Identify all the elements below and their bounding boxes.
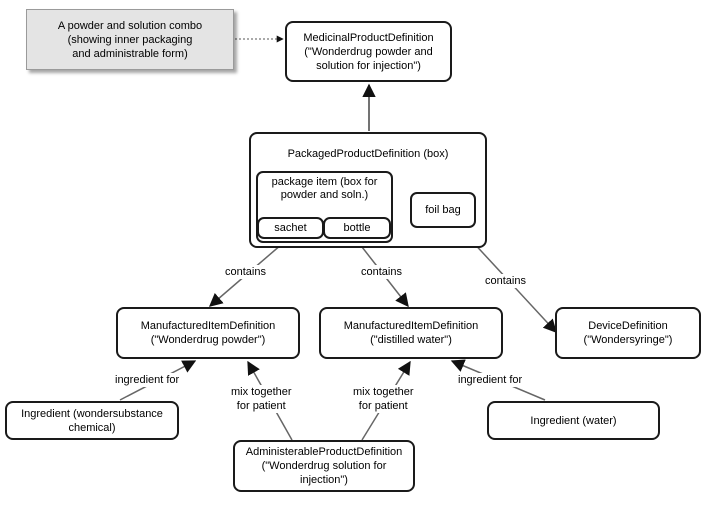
- contains-device-label: contains: [484, 274, 527, 288]
- manufactured-item-water-node: ManufacturedItemDefinition ("distilled w…: [319, 307, 503, 359]
- device-definition-node: DeviceDefinition ("Wondersyringe"): [555, 307, 701, 359]
- manufactured-item-powder-node: ManufacturedItemDefinition ("Wonderdrug …: [116, 307, 300, 359]
- packaged-product-label: PackagedProductDefinition (box): [287, 148, 449, 160]
- foil-bag-node: foil bag: [410, 192, 476, 228]
- contains-water-label: contains: [360, 265, 403, 279]
- package-item-label: package item (box for powder and soln.): [271, 176, 378, 201]
- annotation-note-text: A powder and solution combo (showing inn…: [57, 19, 203, 60]
- mix-together-right-label: mix together for patient: [352, 385, 415, 413]
- ingredient-chemical-label: Ingredient (wondersubstance chemical): [21, 407, 163, 434]
- manufactured-item-water-label: ManufacturedItemDefinition ("distilled w…: [343, 320, 479, 346]
- sachet-label: sachet: [274, 222, 307, 234]
- sachet-node: sachet: [257, 217, 324, 239]
- mix-together-left-label: mix together for patient: [230, 385, 293, 413]
- annotation-note: A powder and solution combo (showing inn…: [26, 9, 234, 70]
- manufactured-item-powder-label: ManufacturedItemDefinition ("Wonderdrug …: [140, 320, 276, 346]
- ingredient-for-chem-label: ingredient for: [114, 373, 181, 387]
- foil-bag-label: foil bag: [425, 204, 461, 216]
- contains-powder-label: contains: [224, 265, 267, 279]
- bottle-label: bottle: [343, 222, 371, 234]
- ingredient-water-node: Ingredient (water): [487, 401, 660, 440]
- bottle-node: bottle: [323, 217, 391, 239]
- ingredient-for-water-label: ingredient for: [457, 373, 524, 387]
- administerable-product-label: AdministerableProductDefinition ("Wonder…: [245, 446, 403, 486]
- administerable-product-node: AdministerableProductDefinition ("Wonder…: [233, 440, 415, 492]
- medicinal-product-node: MedicinalProductDefinition ("Wonderdrug …: [285, 21, 452, 82]
- ingredient-water-label: Ingredient (water): [530, 414, 617, 427]
- medicinal-product-label: MedicinalProductDefinition ("Wonderdrug …: [303, 31, 434, 72]
- ingredient-chemical-node: Ingredient (wondersubstance chemical): [5, 401, 179, 440]
- device-definition-label: DeviceDefinition ("Wondersyringe"): [583, 320, 673, 346]
